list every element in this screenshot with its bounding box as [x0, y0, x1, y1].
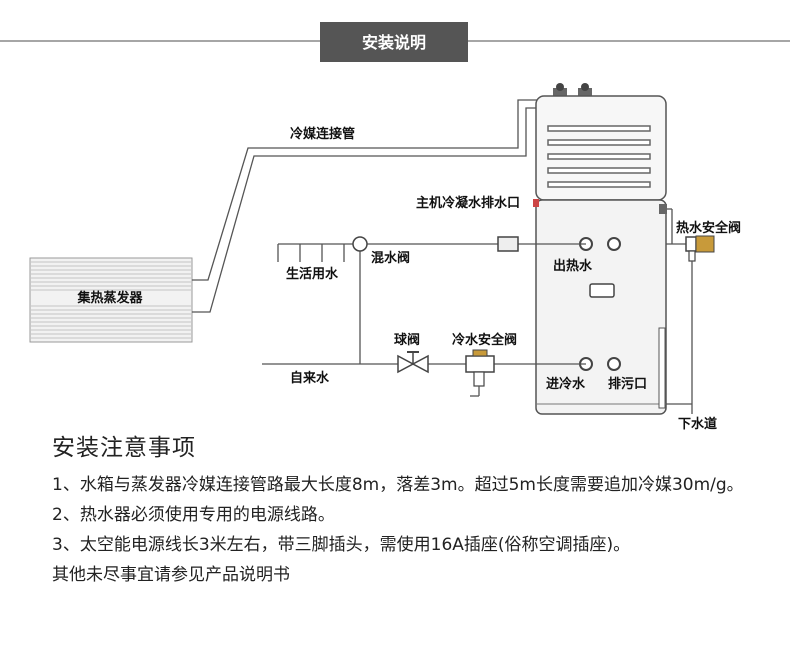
refrigerant-pipe [192, 99, 540, 313]
hot-water-out-label: 出热水 [553, 258, 593, 274]
floor-drain-line [666, 261, 693, 414]
ball-valve-label: 球阀 [394, 332, 420, 348]
refrigerant-pipe-label: 冷媒连接管 [290, 126, 355, 142]
mixing-valve-icon [352, 236, 368, 252]
hot-water-safety-valve-icon [666, 208, 715, 262]
installation-diagram: 安装说明 集热蒸发器 冷媒连接管 [0, 22, 790, 430]
evaporator-panel: 集热蒸发器 [29, 257, 193, 343]
water-heater-unit [533, 83, 667, 415]
drain-hose [658, 327, 666, 409]
tap-water-label: 自来水 [290, 370, 330, 386]
cold-water-safety-valve-icon [465, 349, 495, 397]
notes-footer: 其他未尽事宜请参见产品说明书 [52, 565, 290, 585]
ball-valve-icon [397, 351, 429, 374]
cold-water-in-label: 进冷水 [546, 376, 586, 392]
domestic-water-label: 生活用水 [286, 266, 339, 282]
note-item: 1、水箱与蒸发器冷媒连接管路最大长度8m，落差3m。超过5m长度需要追加冷媒30… [52, 475, 744, 495]
notes-title: 安装注意事项 [52, 435, 196, 461]
note-item: 2、热水器必须使用专用的电源线路。 [52, 505, 335, 525]
evaporator-label: 集热蒸发器 [76, 290, 143, 306]
header-banner [320, 22, 468, 62]
hot-water-fitting [497, 236, 519, 252]
note-item: 3、太空能电源线长3米左右，带三脚插头，需使用16A插座(俗称空调插座)。 [52, 535, 631, 555]
hot-water-safety-valve-label: 热水安全阀 [676, 220, 741, 236]
sewage-outlet-label: 排污口 [608, 376, 647, 392]
floor-drain-label: 下水道 [678, 416, 717, 430]
condensate-drain-label: 主机冷凝水排水口 [416, 195, 520, 211]
header-title: 安装说明 [362, 33, 426, 52]
mixing-valve-label: 混水阀 [371, 250, 410, 266]
hot-water-line [277, 243, 586, 364]
cold-water-safety-valve-label: 冷水安全阀 [452, 332, 517, 348]
installation-notes: 安装注意事项 1、水箱与蒸发器冷媒连接管路最大长度8m，落差3m。超过5m长度需… [52, 428, 772, 590]
